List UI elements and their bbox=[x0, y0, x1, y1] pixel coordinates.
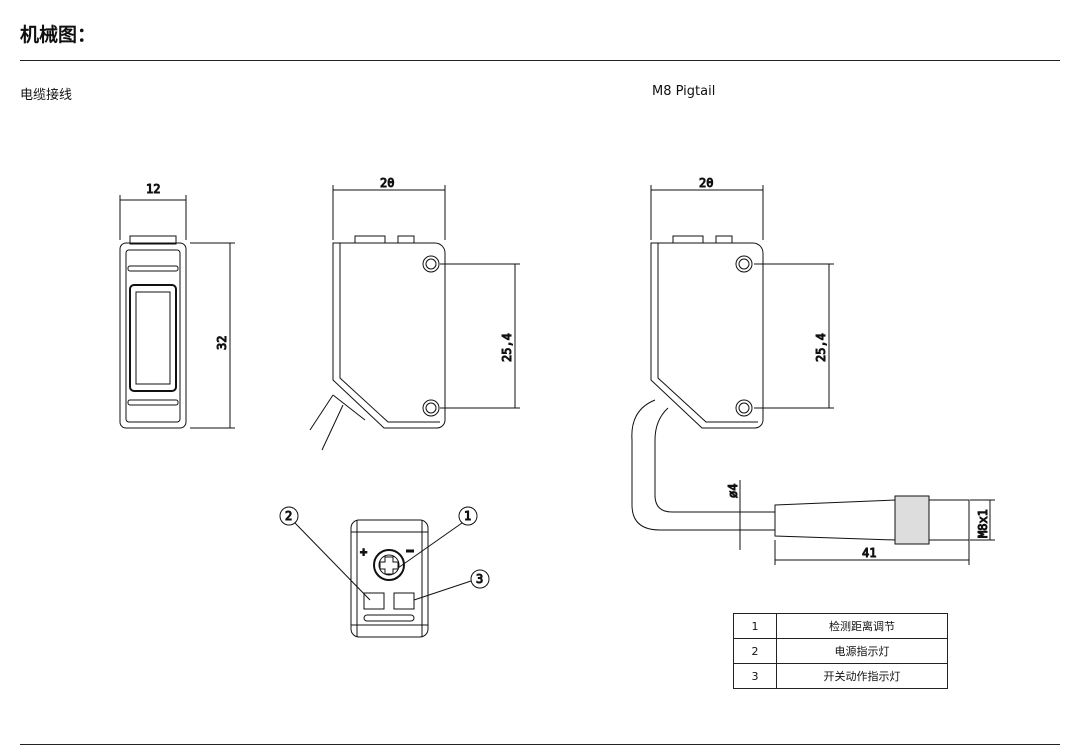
section-cable-label: 电缆接线 bbox=[20, 88, 73, 103]
legend-desc: 开关动作指示灯 bbox=[776, 663, 948, 689]
svg-text:+: + bbox=[360, 545, 367, 559]
dim-hole-spacing: 25,4 bbox=[500, 333, 514, 362]
side-view bbox=[119, 195, 235, 429]
divider-top bbox=[20, 60, 1060, 61]
dim-thread: M8x1 bbox=[976, 509, 990, 538]
dim-width-front: 20 bbox=[380, 176, 394, 190]
legend-num: 1 bbox=[733, 613, 777, 639]
dim-width-pigtail: 20 bbox=[699, 176, 713, 190]
legend-desc: 电源指示灯 bbox=[776, 638, 948, 664]
dim-width-side: 12 bbox=[146, 182, 160, 196]
dim-hole-spacing-pigtail: 25,4 bbox=[814, 333, 828, 362]
section-pigtail-label: M8 Pigtail bbox=[652, 84, 716, 99]
callout-2: 2 bbox=[285, 509, 292, 523]
legend-num: 2 bbox=[733, 638, 777, 664]
dim-connector-length: 41 bbox=[862, 546, 876, 560]
callout-1: 1 bbox=[464, 509, 471, 523]
top-view: + bbox=[279, 506, 490, 638]
legend-desc: 检测距离调节 bbox=[776, 613, 948, 639]
divider-bottom bbox=[20, 744, 1060, 745]
legend-num: 3 bbox=[733, 663, 777, 689]
front-view bbox=[309, 185, 520, 451]
pigtail-view bbox=[631, 185, 995, 565]
callout-3: 3 bbox=[476, 572, 483, 586]
dim-cable-diameter: ø4 bbox=[726, 484, 740, 498]
page-title: 机械图： bbox=[20, 24, 97, 46]
dim-height: 32 bbox=[215, 336, 229, 350]
